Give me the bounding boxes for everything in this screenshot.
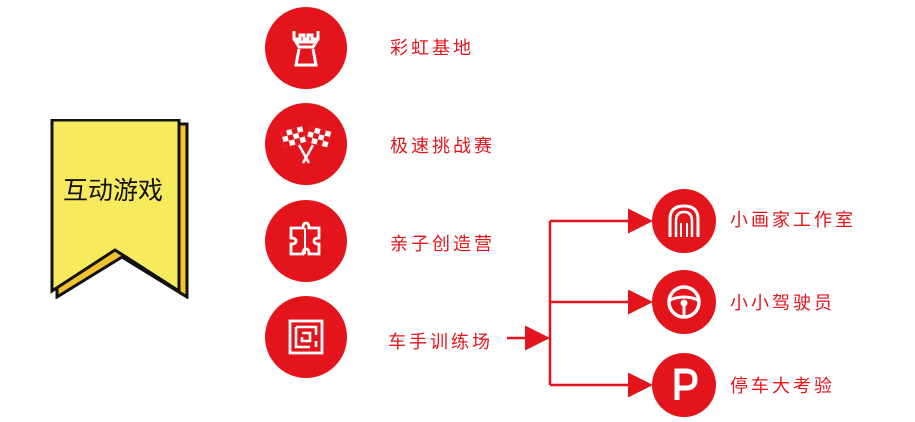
- maze-icon: [288, 319, 324, 355]
- parking-p-icon: [674, 368, 698, 400]
- sub-activity-label: 小画家工作室: [730, 210, 856, 231]
- puzzle-pieces-icon: [289, 221, 321, 256]
- activity-icon-circle: [265, 296, 347, 378]
- steering-wheel-icon: [667, 285, 701, 319]
- activity-icon-circle: [265, 200, 347, 282]
- sub-activity-icon-circle: [652, 270, 716, 334]
- sub-activity-label: 停车大考验: [730, 376, 835, 397]
- activity-label: 彩虹基地: [390, 38, 474, 59]
- activity-icon-circle: [265, 103, 347, 185]
- activity-label: 车手训练场: [388, 332, 493, 353]
- sub-activity-icon-circle: [652, 189, 716, 253]
- category-badge: 互动游戏: [49, 118, 189, 300]
- activity-label: 极速挑战赛: [390, 136, 495, 157]
- bookmark-ribbon-shape: [50, 118, 189, 300]
- badge-title: 互动游戏: [62, 176, 163, 205]
- activity-icon-circle: [265, 7, 347, 89]
- sub-activity-label: 小小驾驶员: [730, 293, 835, 314]
- activity-label: 亲子创造营: [390, 234, 495, 255]
- checkered-flags-icon: [280, 126, 332, 164]
- tunnel-icon: [668, 204, 700, 237]
- sub-activity-icon-circle: [652, 353, 716, 417]
- castle-tower-icon: [292, 31, 320, 67]
